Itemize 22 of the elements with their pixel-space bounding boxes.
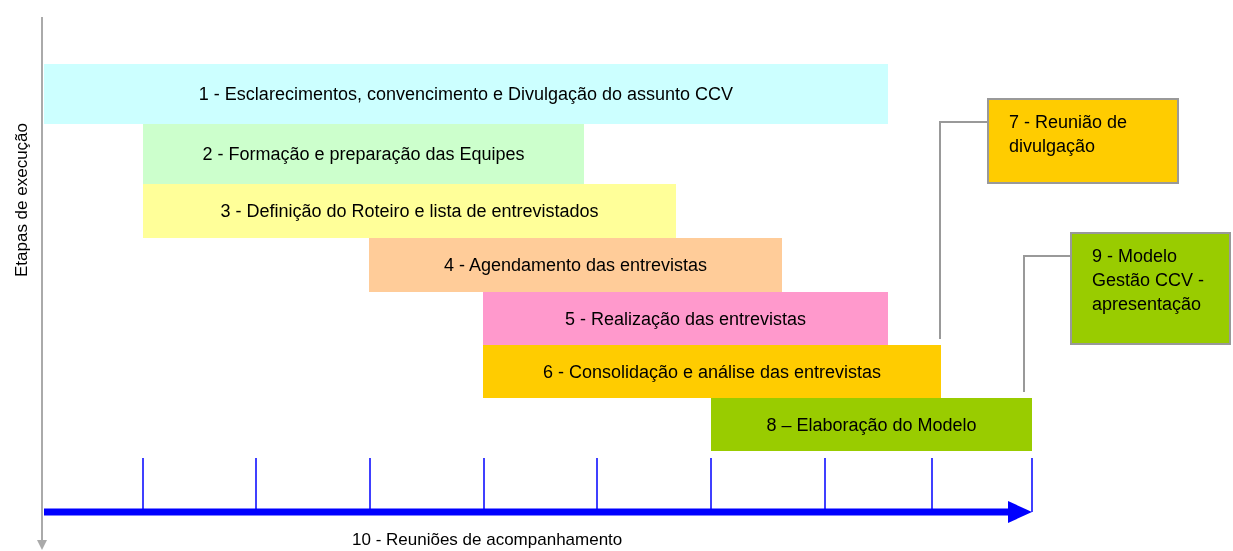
stage-bar xyxy=(483,345,941,398)
leader-line xyxy=(1023,255,1071,393)
stage-label: 4 - Agendamento das entrevistas xyxy=(443,254,708,277)
stage-label: 7 - Reunião de divulgação xyxy=(1009,111,1129,158)
stage-label: 5 - Realização das entrevistas xyxy=(564,307,807,331)
stage-bar xyxy=(143,124,584,184)
stage-bar xyxy=(369,238,782,292)
stage-bar xyxy=(143,184,676,238)
axis-label: Etapas de execução xyxy=(12,122,32,278)
stage-bar xyxy=(711,398,1032,451)
stage-label: 6 - Consolidação e análise das entrevistas xyxy=(542,360,882,384)
milestone-box xyxy=(1070,232,1231,345)
stage-label: 3 - Definição do Roteiro e lista de entrevistados xyxy=(220,200,599,223)
axis-label: 10 - Reuniões de acompanhamento xyxy=(352,529,623,551)
stage-label: 8 – Elaboração do Modelo xyxy=(766,413,977,437)
stage-bar xyxy=(44,64,888,124)
stage-label: 9 - Modelo Gestão CCV - apresentação xyxy=(1092,245,1206,316)
stage-label: 2 - Formação e preparação das Equipes xyxy=(202,143,525,166)
milestone-box xyxy=(987,98,1179,184)
stage-bar xyxy=(483,292,888,345)
leader-line xyxy=(939,121,988,340)
stage-label: 1 - Esclarecimentos, convencimento e Divulgação do assunto CCV xyxy=(198,83,734,106)
